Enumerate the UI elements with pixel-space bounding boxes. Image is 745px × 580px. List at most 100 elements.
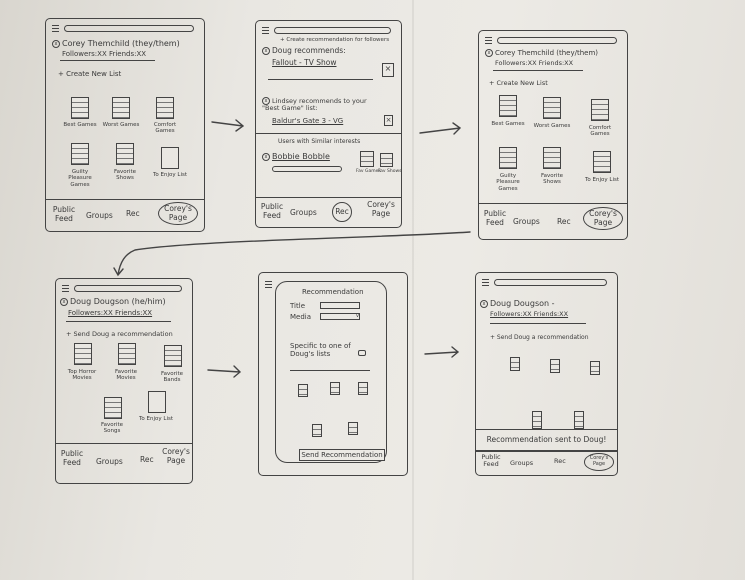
menu-icon[interactable]	[485, 37, 492, 44]
nav-public-feed[interactable]: Public Feed	[481, 453, 501, 469]
menu-icon[interactable]	[52, 25, 59, 32]
list-label: To Enjoy List	[138, 416, 173, 422]
similar-user-name[interactable]: Bobbie Bobble	[272, 152, 330, 161]
modal-title: Recommendation	[302, 288, 364, 296]
list-icon[interactable]	[148, 391, 166, 413]
list-icon[interactable]	[358, 382, 368, 395]
list-icon[interactable]	[499, 147, 517, 169]
list-icon[interactable]	[380, 153, 393, 167]
section-heading: Users with Similar interests	[278, 138, 361, 145]
nav-groups[interactable]: Groups	[510, 459, 534, 467]
nav-rec[interactable]: Rec	[140, 455, 154, 464]
bottom-nav: Public Feed Groups Rec Corey's Page	[56, 443, 192, 483]
list-label: Guilty Pleasure Games	[496, 173, 520, 192]
list-icon[interactable]	[112, 97, 130, 119]
specific-label: Specific to one of Doug's lists	[290, 342, 351, 359]
dismiss-icon[interactable]: ×	[382, 63, 394, 77]
menu-icon[interactable]	[482, 279, 489, 286]
profile-name: Corey Themchild (they/them)	[495, 49, 599, 57]
title-input[interactable]	[320, 302, 360, 309]
list-icon[interactable]	[156, 97, 174, 119]
list-icon[interactable]	[499, 95, 517, 117]
create-list-link[interactable]: + Create New List	[58, 70, 122, 78]
rec-text: Lindsey recommends to your "Best Game" l…	[262, 97, 367, 113]
nav-public-feed[interactable]: Public Feed	[260, 202, 284, 220]
rec-text: Doug recommends:	[272, 46, 346, 55]
list-icon[interactable]	[574, 411, 584, 429]
rec-modal: Recommendation Title Media v Specific to…	[275, 281, 387, 463]
list-icon[interactable]	[71, 143, 89, 165]
search-bar[interactable]	[274, 27, 391, 34]
send-recommendation-button[interactable]: Send Recommendation	[299, 449, 385, 461]
nav-public-feed[interactable]: Public Feed	[483, 209, 507, 227]
list-icon[interactable]	[104, 397, 122, 419]
avatar-icon: x	[262, 152, 270, 161]
list-label: Comfort Games	[588, 125, 612, 138]
list-icon[interactable]	[532, 411, 542, 429]
list-icon[interactable]	[74, 343, 92, 365]
create-list-link[interactable]: + Create New List	[489, 79, 548, 87]
search-bar[interactable]	[64, 25, 194, 32]
nav-groups[interactable]: Groups	[96, 457, 123, 466]
search-bar[interactable]	[74, 285, 182, 292]
nav-groups[interactable]: Groups	[86, 211, 113, 220]
list-label: Fav Shows	[378, 169, 402, 174]
list-icon[interactable]	[550, 359, 560, 373]
nav-coreys-page[interactable]: Corey's Page	[584, 453, 614, 471]
nav-groups[interactable]: Groups	[513, 217, 540, 226]
nav-coreys-page[interactable]: Corey's Page	[583, 207, 623, 231]
list-label: Best Games	[491, 121, 525, 127]
bottom-nav: Public Feed Groups Rec Corey's Page	[476, 451, 617, 475]
avatar-icon: x	[262, 47, 270, 55]
arrow-3-to-4	[113, 231, 471, 277]
search-bar[interactable]	[497, 37, 617, 44]
search-bar[interactable]	[494, 279, 607, 286]
nav-public-feed[interactable]: Public Feed	[52, 205, 76, 223]
list-icon[interactable]	[71, 97, 89, 119]
list-icon[interactable]	[118, 343, 136, 365]
follow-buttons[interactable]	[272, 166, 342, 172]
nav-rec[interactable]: Rec	[126, 209, 140, 218]
confirmation-toast: Recommendation sent to Doug!	[476, 429, 617, 451]
list-label: Best Games	[63, 122, 97, 128]
list-icon[interactable]	[543, 97, 561, 119]
media-select[interactable]: v	[320, 313, 360, 320]
list-icon[interactable]	[593, 151, 611, 173]
nav-rec[interactable]: Rec	[557, 217, 571, 226]
list-icon[interactable]	[312, 424, 322, 437]
nav-coreys-page[interactable]: Corey's Page	[158, 202, 198, 226]
list-label: Top Horror Movies	[67, 369, 97, 382]
dismiss-icon[interactable]: ×	[384, 115, 393, 126]
profile-stats: Followers:XX Friends:XX	[62, 50, 147, 58]
nav-rec[interactable]: Rec	[554, 457, 566, 465]
list-icon[interactable]	[164, 345, 182, 367]
list-icon[interactable]	[161, 147, 179, 169]
list-icon[interactable]	[298, 384, 308, 397]
list-icon[interactable]	[591, 99, 609, 121]
list-icon[interactable]	[510, 357, 520, 371]
list-icon[interactable]	[330, 382, 340, 395]
nav-public-feed[interactable]: Public Feed	[60, 449, 84, 467]
nav-rec[interactable]: Rec	[332, 202, 352, 222]
list-icon[interactable]	[543, 147, 561, 169]
create-rec-link[interactable]: + Create recommendation for followers	[280, 37, 390, 43]
rec-item-link[interactable]: Baldur's Gate 3 - VG	[272, 117, 344, 125]
list-label: Favorite Shows	[541, 173, 563, 186]
list-label: Worst Games	[533, 123, 571, 129]
list-icon[interactable]	[590, 361, 600, 375]
nav-coreys-page[interactable]: Corey's Page	[162, 447, 190, 465]
nav-coreys-page[interactable]: Corey's Page	[367, 200, 395, 218]
nav-groups[interactable]: Groups	[290, 208, 317, 217]
menu-icon[interactable]	[262, 27, 269, 34]
specific-checkbox[interactable]	[358, 350, 366, 356]
menu-icon[interactable]	[62, 285, 69, 292]
list-icon[interactable]	[348, 422, 358, 435]
send-rec-link[interactable]: + Send Doug a recommendation	[490, 334, 589, 341]
list-icon[interactable]	[360, 151, 374, 167]
list-icon[interactable]	[116, 143, 134, 165]
rec-item-link[interactable]: Fallout - TV Show	[272, 58, 337, 67]
send-rec-link[interactable]: + Send Doug a recommendation	[66, 330, 173, 338]
